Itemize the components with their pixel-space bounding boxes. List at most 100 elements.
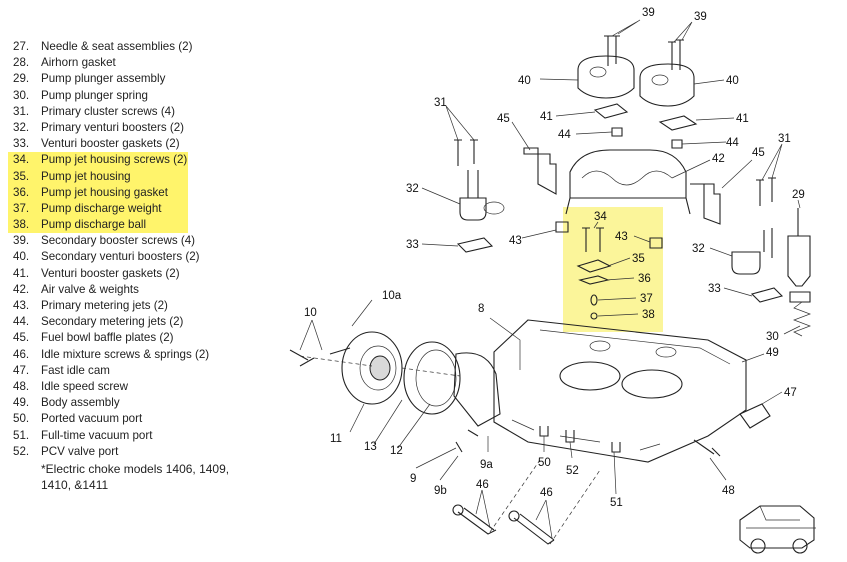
legend-item: 51. Full-time vacuum port (8, 428, 308, 444)
callout-41a: 41 (540, 111, 553, 123)
legend-item: 36.Pump jet housing gasket (8, 184, 188, 201)
callout-35: 35 (632, 253, 645, 265)
callout-12: 12 (390, 445, 403, 457)
legend-item-label: Pump jet housing screws (2) (41, 153, 188, 167)
legend-item-number: 38. (13, 218, 30, 232)
legend-item-number: 28. (13, 56, 30, 70)
legend-item-number: 27. (13, 40, 30, 53)
callout-43a: 43 (509, 235, 522, 247)
legend-item-label: Pump jet housing (41, 169, 131, 183)
footnote-line-1: *Electric choke models 1406, 1409, (41, 462, 230, 476)
legend-item-number: 39. (13, 234, 30, 248)
callout-10: 10 (304, 307, 317, 319)
legend-item: 39.Secondary booster screws (4) (8, 233, 308, 249)
legend-item: 44.Secondary metering jets (2) (8, 314, 308, 330)
legend-item: 41.Venturi booster gaskets (2) (8, 266, 308, 282)
legend-item: 27.Needle & seat assemblies (2) (8, 39, 308, 55)
legend-item-number: 46. (13, 347, 30, 361)
primary-cluster-screws (445, 105, 783, 206)
legend-item-number: 43. (13, 299, 30, 312)
legend-item-number: 30. (13, 88, 30, 102)
legend-item: 34.Pump jet housing screws (2) (8, 152, 188, 169)
callout-46b: 46 (540, 487, 553, 499)
callout-39b: 39 (694, 11, 707, 23)
legend-item-number: 31. (13, 104, 30, 118)
legend-item: 37.Pump discharge weight (8, 200, 188, 218)
legend-item-label: Venturi booster gaskets (2) (41, 137, 180, 151)
secondary-metering-jets (575, 127, 727, 149)
legend-item-label: Ported vacuum port (41, 412, 143, 426)
legend-item: 49.Body assembly (8, 395, 308, 411)
legend-item-label: Primary venturi boosters (2) (41, 120, 185, 134)
legend-item-label: Pump plunger spring (41, 88, 148, 102)
legend-item-number: 32. (13, 120, 30, 134)
callout-47: 47 (784, 387, 797, 399)
fast-idle-cam (739, 391, 783, 429)
legend-item-number: 37. (13, 201, 30, 215)
legend-item: 28. Airhorn gasket (8, 55, 308, 71)
callout-44b: 44 (726, 137, 739, 149)
callout-46a: 46 (476, 479, 489, 491)
vacuum-ports (415, 426, 621, 495)
callout-42: 42 (712, 153, 725, 165)
primary-metering-jets (521, 221, 663, 249)
callout-13: 13 (364, 441, 377, 453)
legend-item-number: 51. (13, 428, 30, 442)
callout-52: 52 (566, 465, 579, 477)
callout-39a: 39 (642, 7, 655, 19)
legend-item-number: 40. (13, 250, 30, 264)
callout-8: 8 (478, 303, 484, 315)
callout-44a: 44 (558, 129, 571, 141)
legend-item: 43.Primary metering jets (2) (8, 298, 308, 314)
callout-38: 38 (642, 309, 655, 321)
pump-plunger-assembly (783, 199, 811, 337)
callout-9a: 9a (480, 459, 493, 471)
callout-29: 29 (792, 189, 805, 201)
legend-item-number: 47. (13, 363, 30, 377)
legend-item: 46.Idle mixture screws & springs (2) (8, 347, 308, 363)
pump-jet-highlight-area (563, 207, 663, 332)
legend-item-label: PCV valve port (41, 444, 119, 458)
callout-33a: 33 (406, 239, 419, 251)
legend-item-label: Air valve & weights (41, 282, 139, 296)
callout-10a: 10a (382, 290, 402, 302)
legend-item-number: 33. (13, 137, 30, 151)
legend-item: 45.Fuel bowl baffle plates (2) (8, 330, 308, 346)
callout-32b: 32 (692, 243, 705, 255)
callout-48: 48 (722, 485, 735, 497)
callout-45b: 45 (752, 147, 765, 159)
callout-40b: 40 (726, 75, 739, 87)
callout-33b: 33 (708, 283, 721, 295)
legend-item-label: Pump plunger assembly (41, 72, 166, 86)
electric-choke-footnote: *Electric choke models 1406, 1409, 1410,… (41, 461, 281, 493)
legend-item-number: 42. (13, 282, 30, 296)
callout-30: 30 (766, 331, 779, 343)
legend-item-label: Pump jet housing gasket (41, 185, 168, 199)
legend-item-number: 44. (13, 315, 30, 329)
choke-assembly (289, 299, 521, 449)
callout-36: 36 (638, 273, 651, 285)
primary-booster-gaskets (421, 237, 784, 303)
legend-item-label: Secondary venturi boosters (2) (41, 250, 200, 264)
legend-item: 40. Secondary venturi boosters (2) (8, 249, 308, 265)
truck-icon (739, 505, 816, 554)
callout-9: 9 (410, 473, 416, 485)
secondary-booster-screws (604, 19, 693, 70)
legend-item: 38.Pump discharge ball (8, 217, 188, 234)
legend-item-label: Fast idle cam (41, 363, 110, 377)
callout-51: 51 (610, 497, 623, 509)
callout-49: 49 (766, 347, 779, 359)
callout-37: 37 (640, 293, 653, 305)
idle-mixture-screws (452, 459, 601, 545)
legend-item: 30. Pump plunger spring (8, 88, 308, 104)
callout-34: 34 (594, 211, 607, 223)
fuel-bowl-baffle-plates (511, 121, 753, 225)
legend-item-label: Full-time vacuum port (41, 428, 153, 442)
callout-41b: 41 (736, 113, 749, 125)
legend-item: 33. Venturi booster gaskets (2) (8, 136, 308, 152)
legend-item-label: Airhorn gasket (41, 56, 116, 70)
legend-item-number: 41. (13, 266, 30, 280)
callout-40a: 40 (518, 75, 531, 87)
footnote-line-2: 1410, &1411 (41, 478, 109, 492)
